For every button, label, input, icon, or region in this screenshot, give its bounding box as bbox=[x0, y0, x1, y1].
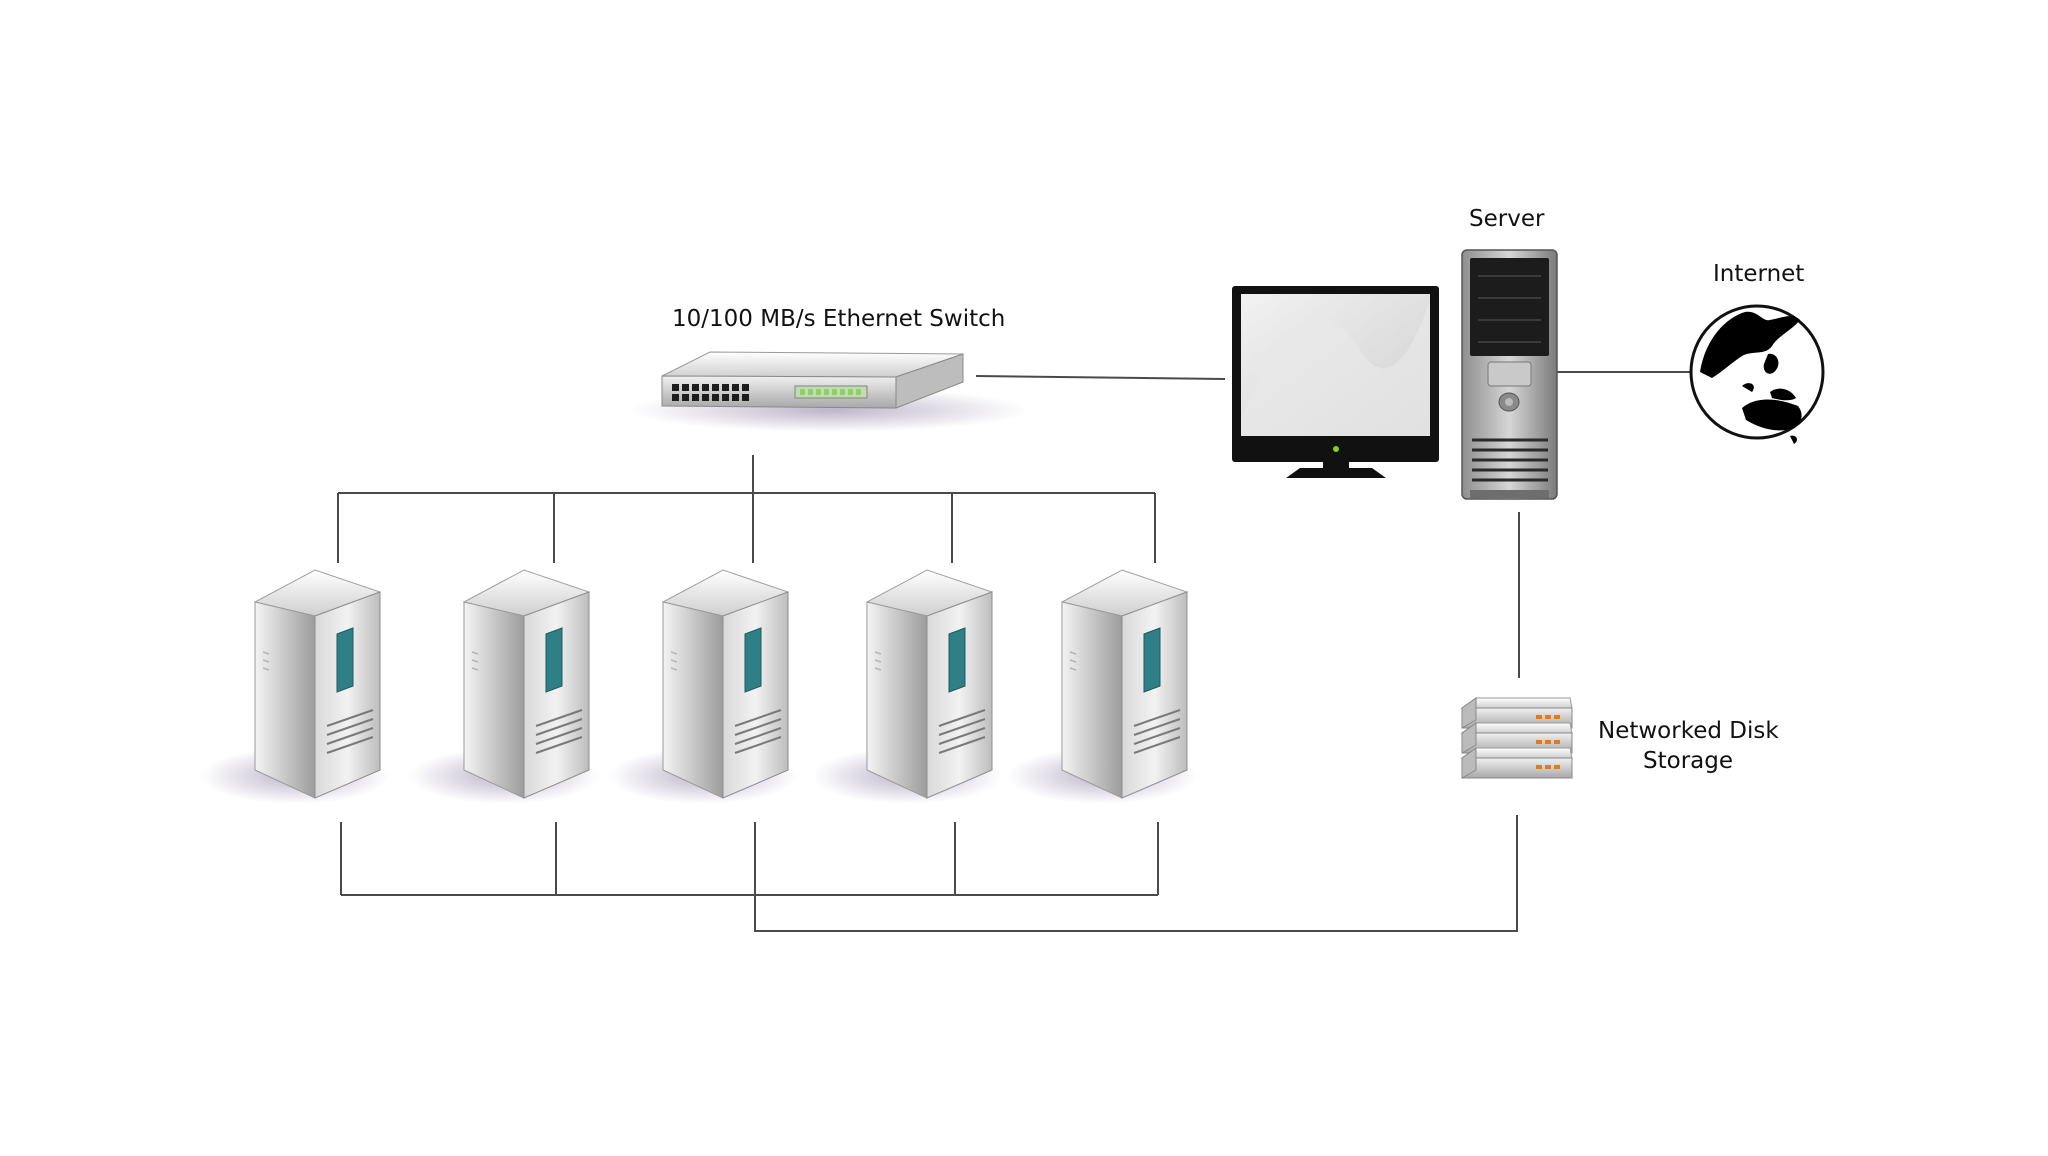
server-label: Server bbox=[1469, 206, 1545, 232]
compute-tower-icon bbox=[409, 569, 599, 804]
compute-nodes bbox=[200, 569, 1197, 804]
storage-unit-icon bbox=[1460, 747, 1573, 779]
internet-label: Internet bbox=[1713, 261, 1805, 287]
compute-tower-icon bbox=[200, 569, 390, 804]
storage-label: Networked Disk Storage bbox=[1598, 716, 1779, 776]
switch-ports bbox=[672, 384, 749, 401]
server-tower-icon bbox=[1461, 249, 1558, 500]
switch-leds bbox=[800, 389, 861, 395]
compute-tower-icon bbox=[812, 569, 1002, 804]
storage-label-line2: Storage bbox=[1643, 748, 1733, 774]
storage-link-line bbox=[754, 815, 1518, 932]
connection-lines bbox=[337, 371, 1693, 932]
storage-label-line1: Networked Disk bbox=[1598, 718, 1779, 744]
switch-label: 10/100 MB/s Ethernet Switch bbox=[672, 306, 1006, 332]
compute-tower-icon bbox=[1007, 569, 1197, 804]
globe-icon bbox=[1689, 304, 1825, 444]
ethernet-switch-icon bbox=[630, 351, 1030, 432]
storage-icon bbox=[1460, 697, 1573, 779]
compute-tower-icon bbox=[608, 569, 798, 804]
switch-monitor-line bbox=[975, 375, 1226, 380]
monitor-icon bbox=[1232, 286, 1439, 478]
